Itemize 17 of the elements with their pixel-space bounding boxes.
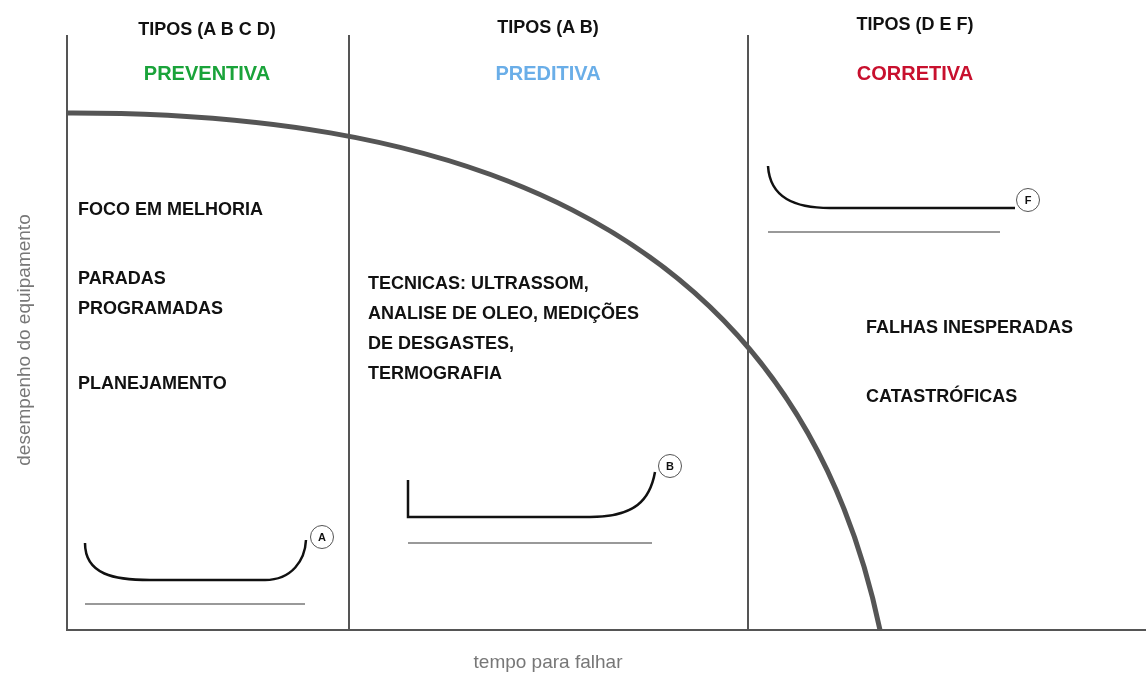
callout-letter: B [658, 454, 682, 478]
callout-letter: A [310, 525, 334, 549]
column-heading: TIPOS (D E F) [856, 13, 974, 36]
body-text: PLANEJAMENTO [78, 372, 227, 395]
body-text: CATASTRÓFICAS [866, 384, 1018, 408]
strategy-title: CORRETIVA [856, 61, 974, 86]
body-text: FOCO EM MELHORIA [78, 198, 263, 221]
callout-letter: F [1016, 188, 1040, 212]
body-text: PARADAS PROGRAMADAS [78, 267, 224, 320]
axis-label: desempenho do equipamento [12, 214, 35, 466]
strategy-title: PREDITIVA [495, 61, 601, 86]
column-heading: TIPOS (A B C D) [138, 18, 276, 41]
body-text: FALHAS INESPERADAS [866, 316, 1074, 339]
axis-label: tempo para falhar [473, 650, 623, 673]
body-text: TECNICAS: ULTRASSOM, ANALISE DE OLEO, MEDIÇÕES DE DESGASTES, TERMOGRAFIA [368, 272, 641, 385]
column-heading: TIPOS (A B) [497, 16, 599, 39]
strategy-title: PREVENTIVA [143, 61, 271, 86]
